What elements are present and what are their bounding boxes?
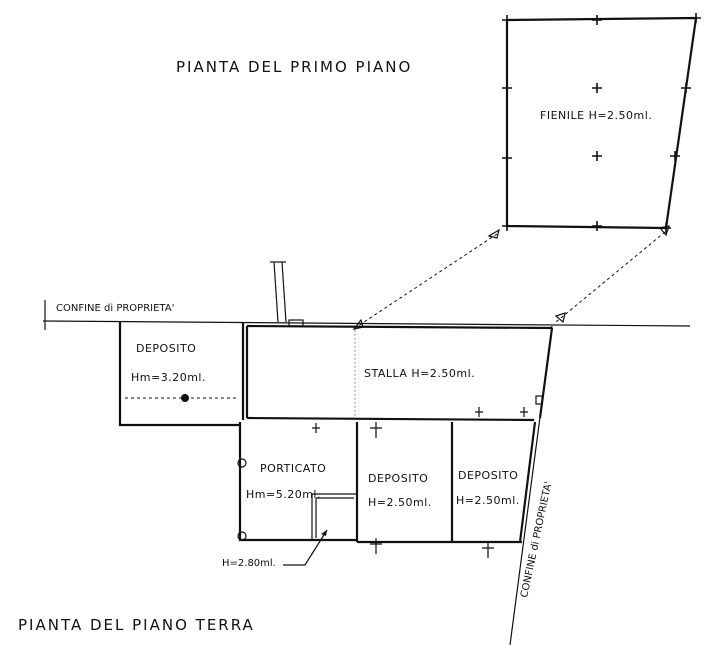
deposito-right-height: H=2.50ml. xyxy=(456,494,520,507)
pillar-marker xyxy=(237,458,247,468)
deposito-center-label: DEPOSITO xyxy=(368,472,428,485)
small-room-annotation: H=2.80ml. xyxy=(222,529,328,569)
fienile-column-markers xyxy=(502,13,701,233)
pillar-marker xyxy=(237,531,247,541)
porticato-room: PORTICATO Hm=5.20ml. xyxy=(237,422,357,542)
fienile-label: FIENILE H=2.50ml. xyxy=(540,109,652,122)
deposito-left-label: DEPOSITO xyxy=(136,342,196,355)
porticato-height: Hm=5.20ml. xyxy=(246,488,321,501)
deposito-center-room: DEPOSITO H=2.50ml. xyxy=(355,422,454,544)
ground-floor-title: PIANTA DEL PIANO TERRA xyxy=(18,616,255,634)
fienile-room: FIENILE H=2.50ml. xyxy=(502,13,701,233)
deposito-right-label: DEPOSITO xyxy=(458,469,518,482)
deposito-right-room: DEPOSITO H=2.50ml. xyxy=(452,421,537,544)
porticato-label: PORTICATO xyxy=(260,462,326,475)
stalla-label: STALLA H=2.50ml. xyxy=(364,367,475,380)
stalla-room: STALLA H=2.50ml. xyxy=(245,319,554,422)
pipe-stub xyxy=(270,261,287,323)
small-room-height: H=2.80ml. xyxy=(222,558,276,569)
opening-markers xyxy=(312,395,543,558)
projection-lines xyxy=(352,225,670,330)
deposito-center-height: H=2.50ml. xyxy=(368,496,432,509)
deposito-left-height: Hm=3.20ml. xyxy=(131,371,206,384)
boundary-label-horizontal: CONFINE di PROPRIETA' xyxy=(56,303,174,314)
first-floor-title: PIANTA DEL PRIMO PIANO xyxy=(176,58,412,76)
deposito-left-room: DEPOSITO Hm=3.20ml. xyxy=(118,322,245,427)
column-marker xyxy=(181,394,189,402)
